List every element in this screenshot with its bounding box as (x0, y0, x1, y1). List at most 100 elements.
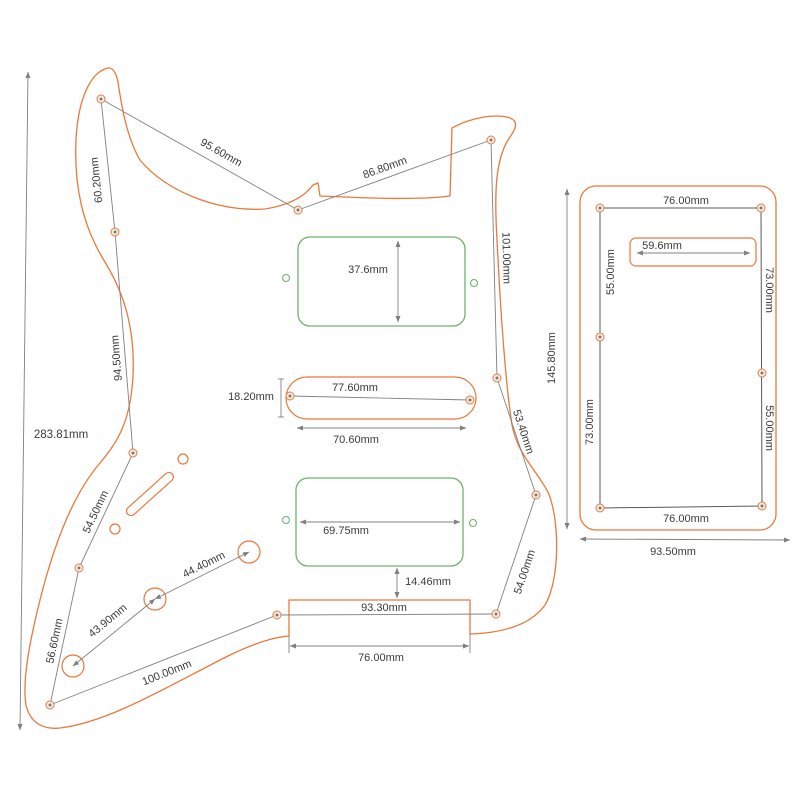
label-horn-to-neck: 95.60mm (198, 137, 244, 170)
pickguard-screw-holes (45, 94, 541, 710)
backplate-screw-hole (757, 368, 767, 378)
pickup-screw-hole (285, 391, 295, 401)
label-middle-screw-spacing: 77.60mm (332, 382, 378, 394)
pickguard-screw-hole (272, 610, 282, 620)
dim-line-backplate-width (579, 536, 791, 543)
label-left-lower: 73.00mm (584, 399, 596, 445)
pickguard-screw-hole (531, 490, 541, 500)
screw-center (296, 208, 300, 212)
label-upper-pot-spacing: 44.40mm (181, 549, 227, 580)
backplate-screw-hole (595, 503, 605, 513)
pickguard-screw-hole (45, 700, 55, 710)
dim-line-treble-side-upper (490, 139, 498, 379)
screw-center (598, 506, 602, 510)
backplate-bottom-line (599, 505, 763, 509)
pickguard-outline (24, 67, 558, 729)
screw-center (113, 230, 117, 234)
label-bridge-to-cutout: 14.46mm (405, 576, 451, 588)
dim-line-bottom-diagonal (49, 614, 278, 706)
dim-line-upper-pot-spacing (154, 551, 250, 600)
pickguard-screw-hole (293, 205, 303, 215)
pickguard-screw-hole (492, 373, 502, 383)
label-overall-height: 283.81mm (34, 429, 88, 441)
label-bridge-width: 69.75mm (323, 525, 369, 537)
dim-line-treble-side-middle (496, 377, 537, 496)
dim-line-bass-side-upper (100, 98, 116, 233)
backplate-outline (579, 185, 777, 531)
pickguard-screw-hole (74, 563, 84, 573)
dim-line-lower-pot-spacing (72, 598, 156, 667)
screw-center (759, 206, 763, 210)
backplate-screw-hole (756, 203, 766, 213)
backplate-screw-hole (595, 332, 605, 342)
dim-line-bass-side-bottom (49, 567, 80, 706)
screw-center (99, 97, 103, 101)
pickup-screw-holes (285, 391, 475, 405)
control-holes (61, 453, 261, 678)
dim-line-neck-to-treble-horn (297, 139, 492, 211)
label-right-upper: 73.00mm (763, 267, 775, 313)
backplate: 145.80mm 93.50mm 76.00mm 76.00mm 59.6mm … (546, 185, 791, 558)
label-neck-height: 37.6mm (348, 264, 388, 276)
backplate-slot (629, 237, 757, 267)
label-lower-pot-spacing: 43.90mm (86, 602, 129, 640)
label-bass-side-bottom: 56.60mm (44, 617, 65, 664)
label-treble-side-upper: 101.00mm (499, 232, 512, 284)
label-bass-side-middle: 94.50mm (109, 335, 125, 382)
backplate-screw-hole (757, 501, 767, 511)
neck-pickup-route (281, 236, 479, 327)
dim-line-overall-height (17, 71, 31, 731)
screw-center (468, 398, 472, 402)
screw-center (598, 206, 602, 210)
switch-slot (125, 471, 175, 517)
label-slot-length: 59.6mm (642, 240, 682, 252)
screw-center (288, 394, 292, 398)
label-middle-length: 70.60mm (333, 434, 379, 446)
small-hole-upper (177, 453, 189, 465)
bridge-pickup-route (281, 477, 478, 599)
label-bass-side-lower: 54.50mm (81, 489, 111, 536)
neck-mount-hole-left (281, 273, 291, 283)
screw-center (275, 613, 279, 617)
screw-center (48, 703, 52, 707)
screw-center (494, 612, 498, 616)
screw-center (598, 335, 602, 339)
dim-line-bass-side-middle (114, 231, 134, 454)
dim-line-bass-side-lower (78, 452, 134, 569)
pickguard-screw-hole (491, 609, 501, 619)
screw-center (760, 371, 764, 375)
bridge-mount-hole-right (468, 518, 478, 528)
pickguard-screw-hole (128, 448, 138, 458)
label-bottom-diagonal: 100.00mm (141, 658, 194, 688)
backplate-screw-lines (599, 207, 763, 509)
label-top-screw-spacing: 76.00mm (663, 195, 709, 207)
backplate-screw-holes (595, 203, 767, 513)
pickup-screw-hole (465, 395, 475, 405)
bridge-mount-hole-left (281, 515, 291, 525)
screw-center (495, 376, 499, 380)
label-backplate-height: 145.80mm (546, 332, 558, 384)
pickguard: 95.60mm 86.80mm 60.20mm 94.50mm 54.50mm … (17, 67, 558, 731)
small-hole-lower (109, 523, 121, 535)
backplate-right-line (760, 207, 763, 507)
label-neck-to-treble-horn: 86.80mm (361, 155, 408, 182)
pickguard-screw-hole (486, 135, 496, 145)
dim-line-horn-to-neck (100, 98, 299, 211)
label-middle-height: 18.20mm (228, 391, 274, 403)
dim-line-treble-side-lower (495, 494, 537, 615)
screw-dimension-lines (49, 98, 537, 706)
label-bass-side-upper: 60.20mm (89, 157, 106, 204)
label-bottom-straight: 93.30mm (361, 602, 407, 614)
screw-center (534, 493, 538, 497)
neck-humbucker-cavity (297, 236, 466, 327)
screw-center (77, 566, 81, 570)
backplate-screw-hole (595, 203, 605, 213)
label-cutout-width: 76.00mm (358, 652, 404, 664)
screw-center (760, 504, 764, 508)
dim-line-middle-screw-spacing (289, 395, 471, 401)
label-backplate-width: 93.50mm (650, 546, 696, 558)
cutout-width-dimension (288, 634, 471, 653)
screw-center (489, 138, 493, 142)
bridge-humbucker-cavity (295, 477, 464, 567)
